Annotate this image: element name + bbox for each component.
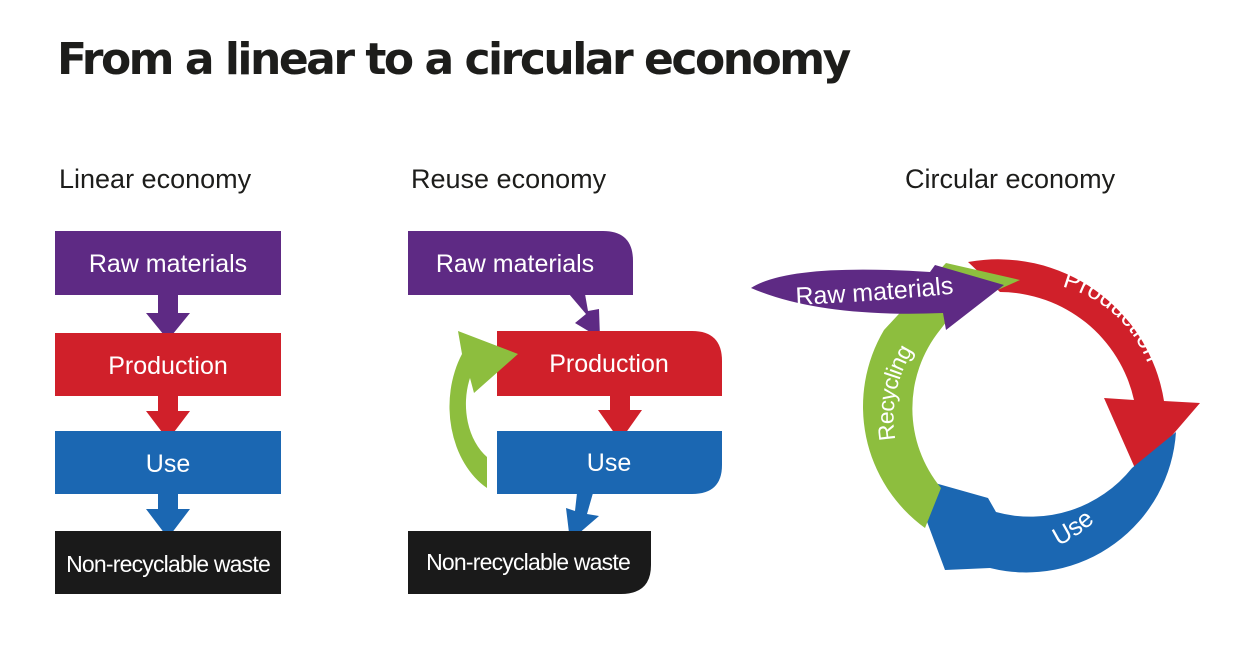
reuse-arrow-use-to-waste bbox=[566, 493, 599, 541]
linear-production-label: Production bbox=[108, 352, 228, 380]
reuse-use-label: Use bbox=[587, 449, 631, 477]
reuse-use-box bbox=[497, 431, 722, 494]
linear-use-box bbox=[55, 431, 281, 494]
reuse-raw-materials-box bbox=[408, 231, 633, 295]
reuse-raw-materials-label: Raw materials bbox=[436, 250, 594, 278]
circular-production-arrow bbox=[968, 259, 1200, 475]
reuse-waste-box bbox=[408, 531, 651, 594]
reuse-economy: Reuse economy Raw materials Production U… bbox=[387, 164, 722, 594]
reuse-heading: Reuse economy bbox=[411, 164, 607, 194]
page-title: From a linear to a circular economy bbox=[57, 34, 851, 85]
circular-raw-materials-arrow bbox=[751, 265, 1004, 330]
linear-waste-box bbox=[55, 531, 281, 594]
linear-production-box bbox=[55, 333, 281, 396]
linear-raw-materials-label: Raw materials bbox=[89, 250, 247, 278]
linear-arrow-use-to-waste bbox=[146, 493, 190, 538]
circular-use-arrow bbox=[910, 432, 1176, 573]
reuse-production-box bbox=[497, 331, 722, 396]
reuse-arrow-raw-to-production bbox=[569, 294, 600, 338]
linear-waste-label: Non-recyclable waste bbox=[66, 551, 270, 577]
circular-economy: Circular economy Production Use Recyclin… bbox=[751, 164, 1200, 573]
linear-arrow-production-to-use bbox=[146, 395, 190, 440]
reuse-production-label: Production bbox=[549, 350, 669, 378]
linear-raw-materials-box bbox=[55, 231, 281, 295]
linear-economy: Linear economy Raw materials Production … bbox=[55, 164, 281, 594]
linear-heading: Linear economy bbox=[59, 164, 252, 194]
linear-arrow-raw-to-production bbox=[146, 294, 190, 340]
reuse-waste-label: Non-recyclable waste bbox=[426, 549, 630, 575]
reuse-arrow-production-to-use bbox=[598, 395, 642, 441]
reuse-recycling-arrow bbox=[449, 331, 518, 488]
circular-heading: Circular economy bbox=[905, 164, 1116, 194]
linear-use-label: Use bbox=[146, 450, 190, 478]
circular-recycling-arrow bbox=[863, 263, 1020, 528]
reuse-recycling-label: Recycling bbox=[387, 350, 424, 457]
